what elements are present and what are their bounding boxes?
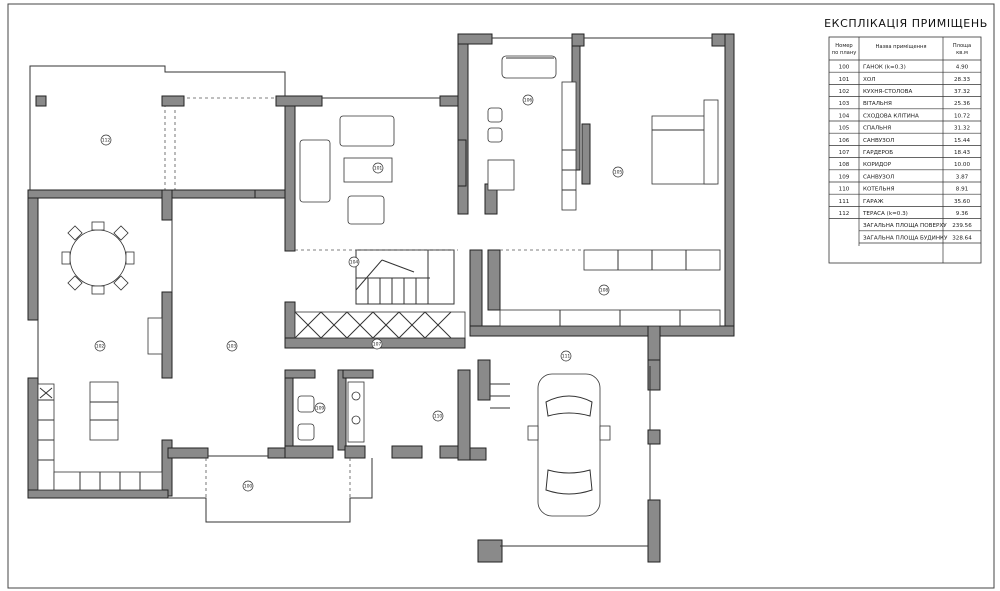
explication-row-area: 9.36 [956, 211, 969, 217]
svg-text:111: 111 [562, 354, 571, 360]
explication-row-area: 25.36 [954, 101, 970, 107]
svg-text:108: 108 [600, 288, 609, 294]
svg-text:104: 104 [350, 260, 359, 266]
explication-row-name: СПАЛЬНЯ [863, 126, 891, 132]
explication-row-number: 107 [839, 150, 850, 156]
explication-row-name: ВІТАЛЬНЯ [863, 101, 892, 107]
svg-text:106: 106 [524, 98, 533, 104]
header-area-line1: Площа [953, 43, 971, 49]
header-name: Назва приміщення [875, 44, 926, 50]
dining-table [61, 221, 135, 295]
svg-text:102: 102 [96, 344, 105, 350]
porch-outline [168, 458, 373, 523]
explication-row-name: КОРИДОР [863, 162, 892, 168]
room-marker-kitchen-dining: 102 [94, 340, 106, 352]
explication-row-name: СХОДОВА КЛІТИНА [863, 113, 919, 119]
explication-row-name: ХОЛ [863, 77, 875, 83]
explication-total-area: 328.64 [952, 235, 972, 241]
svg-text:107: 107 [373, 342, 382, 348]
explication-row-area: 37.32 [954, 89, 970, 95]
explication-row-number: 110 [839, 187, 850, 193]
header-number-line2: по плану [832, 50, 857, 56]
room-marker-hall: 101 [372, 162, 384, 174]
explication-row-number: 106 [839, 138, 850, 144]
walls [27, 33, 735, 563]
explication-row-number: 102 [839, 89, 850, 95]
room-marker-living: 103 [226, 340, 238, 352]
explication-row-area: 35.60 [954, 199, 970, 205]
explication-row-number: 103 [839, 101, 850, 107]
header-area-line2: кв.м [956, 50, 968, 56]
corridor-closet [499, 249, 721, 327]
explication-row-number: 104 [839, 113, 850, 119]
svg-text:105: 105 [614, 170, 623, 176]
explication-row-area: 4.90 [956, 65, 969, 71]
staircase [295, 249, 458, 305]
explication-row-area: 10.00 [954, 162, 970, 168]
explication-row-name: САНВУЗОЛ [863, 138, 894, 144]
explication-row-number: 100 [839, 65, 850, 71]
kitchen-island [89, 317, 163, 441]
room-marker-bedroom: 105 [612, 166, 624, 178]
explication-row-name: ГАРДЕРОБ [863, 150, 893, 156]
explication-row-name: САНВУЗОЛ [863, 174, 894, 180]
hall-sofas [299, 115, 467, 225]
explication-row-area: 18.43 [954, 150, 970, 156]
room-marker-wc: 109 [314, 402, 326, 414]
explication-row-name: ТЕРАСА (k=0.3) [862, 211, 908, 217]
room-marker-garage: 111 [560, 350, 572, 362]
explication-row-area: 3.87 [956, 174, 969, 180]
explication-row-area: 10.72 [954, 113, 970, 119]
explication-row-area: 8.91 [956, 187, 969, 193]
room-marker-wardrobe: 107 [371, 338, 383, 350]
explication-total-area: 239.56 [952, 223, 972, 229]
explication-row-number: 112 [839, 211, 850, 217]
svg-text:110: 110 [434, 414, 443, 420]
terrace-outline [29, 65, 286, 190]
window-lines [37, 37, 712, 500]
header-number-line1: Номер [835, 43, 853, 49]
explication-row-number: 108 [839, 162, 850, 168]
svg-text:100: 100 [244, 484, 253, 490]
room-marker-terrace: 112 [100, 134, 112, 146]
room-marker-boiler: 110 [432, 410, 444, 422]
explication-total-name: ЗАГАЛЬНА ПЛОЩА ПОВЕРХУ [863, 223, 947, 229]
explication-row-number: 105 [839, 126, 850, 132]
explication-table: ЕКСПЛІКАЦІЯ ПРИМІЩЕНЬ Номер по плану Наз… [824, 17, 988, 264]
svg-text:101: 101 [374, 166, 383, 172]
explication-rows: 100 ГАНОК (k=0.3) 4.90 101 ХОЛ 28.33 102 КУХНЯ-… [829, 59, 981, 244]
explication-row-number: 101 [839, 77, 850, 83]
room-marker-stair: 104 [348, 256, 360, 268]
garage-car [490, 373, 648, 547]
explication-row-name: ГАНОК (k=0.3) [863, 65, 906, 71]
svg-text:112: 112 [102, 138, 111, 144]
svg-text:103: 103 [228, 344, 237, 350]
wc-fixtures [297, 381, 365, 443]
explication-row-name: КУХНЯ-СТОЛОВА [863, 89, 912, 95]
svg-text:109: 109 [316, 406, 325, 412]
bathroom-fixtures [487, 55, 591, 211]
explication-row-area: 31.32 [954, 126, 970, 132]
explication-row-name: ГАРАЖ [863, 199, 883, 205]
explication-row-number: 109 [839, 174, 850, 180]
wardrobe-closet [294, 311, 466, 339]
explication-row-number: 111 [839, 199, 850, 205]
room-marker-porch: 100 [242, 480, 254, 492]
room-marker-bathroom: 106 [522, 94, 534, 106]
room-marker-corridor: 108 [598, 284, 610, 296]
explication-title: ЕКСПЛІКАЦІЯ ПРИМІЩЕНЬ [824, 17, 988, 30]
explication-total-name: ЗАГАЛЬНА ПЛОЩА БУДИНКУ [863, 235, 948, 241]
explication-row-area: 28.33 [954, 77, 970, 83]
kitchen-counter [37, 383, 163, 491]
explication-row-name: КОТЕЛЬНЯ [863, 187, 895, 193]
drawing-frame [7, 3, 995, 589]
explication-row-area: 15.44 [954, 138, 970, 144]
bedroom-bed [651, 99, 719, 185]
